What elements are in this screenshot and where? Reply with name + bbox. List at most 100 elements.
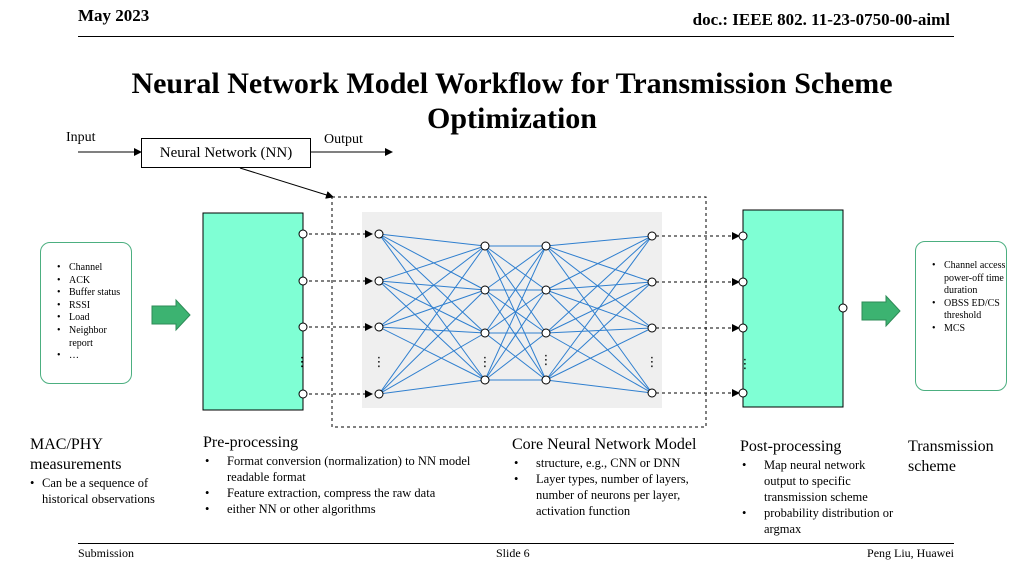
nn-edge — [545, 245, 653, 283]
hidden2-node — [541, 328, 551, 338]
nn-edge — [378, 289, 486, 328]
scheme-item: MCS — [930, 323, 1006, 336]
input-node — [374, 322, 384, 332]
nn-edge — [545, 332, 653, 394]
nn-edge — [545, 245, 653, 394]
nn-edge — [545, 235, 653, 291]
post-ellipsis: ⋮ — [739, 357, 752, 372]
pre-port-node — [298, 229, 308, 239]
header-divider — [78, 36, 954, 37]
hidden1-node — [480, 285, 490, 295]
footer-slide-number: Slide 6 — [496, 546, 530, 560]
legend-nn-box: Neural Network (NN) — [141, 138, 311, 168]
hidden1-node — [480, 241, 490, 251]
output-flow-arrow — [861, 294, 901, 328]
nn-edge — [545, 379, 653, 394]
input-node — [374, 389, 384, 399]
pre-port-node — [298, 389, 308, 399]
nn-edge — [484, 289, 547, 381]
hidden2-ellipsis: ⋮ — [540, 353, 553, 368]
pre-port-node — [298, 276, 308, 286]
nn-edge — [378, 280, 486, 291]
footer-author: Peng Liu, Huawei — [867, 546, 954, 560]
nn-edge — [378, 326, 486, 334]
measurement-item: … — [55, 350, 131, 363]
post-processing-block — [742, 209, 844, 408]
nn-edge — [545, 235, 653, 334]
pre-bullet: Feature extraction, compress the raw dat… — [203, 485, 488, 501]
measurements-list: ChannelACKBuffer statusRSSILoadNeighbor … — [55, 262, 131, 363]
core-title: Core Neural Network Model — [512, 436, 697, 453]
post-port-node — [738, 277, 748, 287]
nn-edge — [378, 233, 486, 291]
core-nn-dashed-region — [331, 196, 707, 428]
mac-title-line1: MAC/PHY — [30, 436, 103, 453]
pre-processing-block — [202, 212, 304, 411]
nn-edge — [484, 332, 547, 381]
header-date: May 2023 — [78, 6, 150, 25]
slide-title-line2: Optimization — [427, 102, 597, 135]
core-bullet: Layer types, number of layers, number of… — [512, 471, 722, 519]
core-bullets: structure, e.g., CNN or DNNLayer types, … — [512, 455, 722, 519]
nn-edge — [545, 289, 653, 394]
core-nn-panel — [362, 212, 662, 408]
post-title: Post-processing — [740, 438, 842, 455]
nn-edge — [378, 332, 486, 395]
legend-input-label: Input — [66, 130, 96, 145]
pre-bullet: Format conversion (normalization) to NN … — [203, 453, 488, 485]
transmission-scheme-list: Channel access power-off time durationOB… — [930, 260, 1006, 336]
footer-divider — [78, 543, 954, 544]
pre-port-node — [298, 322, 308, 332]
scheme-item: OBSS ED/CS threshold — [930, 298, 1006, 323]
output-node — [647, 277, 657, 287]
hidden2-node — [541, 375, 551, 385]
post-bullet: Map neural network output to specific tr… — [740, 457, 900, 505]
hidden1-node — [480, 375, 490, 385]
slide-title: Neural Network Model Workflow for Transm… — [60, 66, 964, 136]
output-node — [647, 388, 657, 398]
header-doc-id: doc.: IEEE 802. 11-23-0750-00-aiml — [692, 10, 950, 29]
scheme-item: Channel access power-off time duration — [930, 260, 1006, 298]
hidden2-node — [541, 285, 551, 295]
post-output-node — [838, 303, 848, 313]
tx-title-line1: Transmission — [908, 438, 994, 455]
hidden2-node — [541, 241, 551, 251]
nn-edge — [378, 289, 486, 395]
core-bullet: structure, e.g., CNN or DNN — [512, 455, 722, 471]
input-flow-arrow — [151, 298, 191, 332]
nn-edge — [545, 235, 653, 381]
measurement-item: Channel — [55, 262, 131, 275]
slide-title-line1: Neural Network Model Workflow for Transm… — [131, 67, 893, 100]
post-port-node — [738, 388, 748, 398]
mac-title-line2: measurements — [30, 456, 122, 473]
measurement-item: Neighbor report — [55, 325, 131, 350]
footer-submission: Submission — [78, 546, 135, 560]
hidden1-node — [480, 328, 490, 338]
nn-edge — [484, 245, 547, 334]
nn-edge — [378, 245, 486, 282]
transmission-scheme-box: Channel access power-off time durationOB… — [915, 241, 1007, 391]
measurement-item: ACK — [55, 275, 131, 288]
nn-edges — [378, 233, 653, 395]
section-post-processing: Post-processing Map neural network outpu… — [740, 437, 900, 537]
nn-edge — [545, 289, 653, 329]
post-port-node — [738, 231, 748, 241]
tx-title-line2: scheme — [908, 458, 956, 475]
input-node — [374, 276, 384, 286]
mac-bullets: Can be a sequence of historical observat… — [30, 475, 158, 507]
nn-edge — [545, 281, 653, 291]
nn-edge — [545, 245, 653, 329]
pre-ellipsis: ⋮ — [296, 355, 309, 370]
measurement-item: Buffer status — [55, 287, 131, 300]
nn-edge — [378, 233, 486, 247]
mac-bullet: Can be a sequence of historical observat… — [30, 475, 158, 507]
nn-edge — [378, 379, 486, 395]
pre-title: Pre-processing — [203, 434, 299, 451]
output-node — [647, 323, 657, 333]
nn-edge — [484, 245, 547, 381]
nn-edge — [378, 326, 486, 381]
nn-nodes — [298, 229, 848, 399]
nn-edge — [545, 327, 653, 381]
section-transmission-scheme: Transmission scheme — [908, 437, 1018, 477]
nn-edge — [545, 235, 653, 247]
